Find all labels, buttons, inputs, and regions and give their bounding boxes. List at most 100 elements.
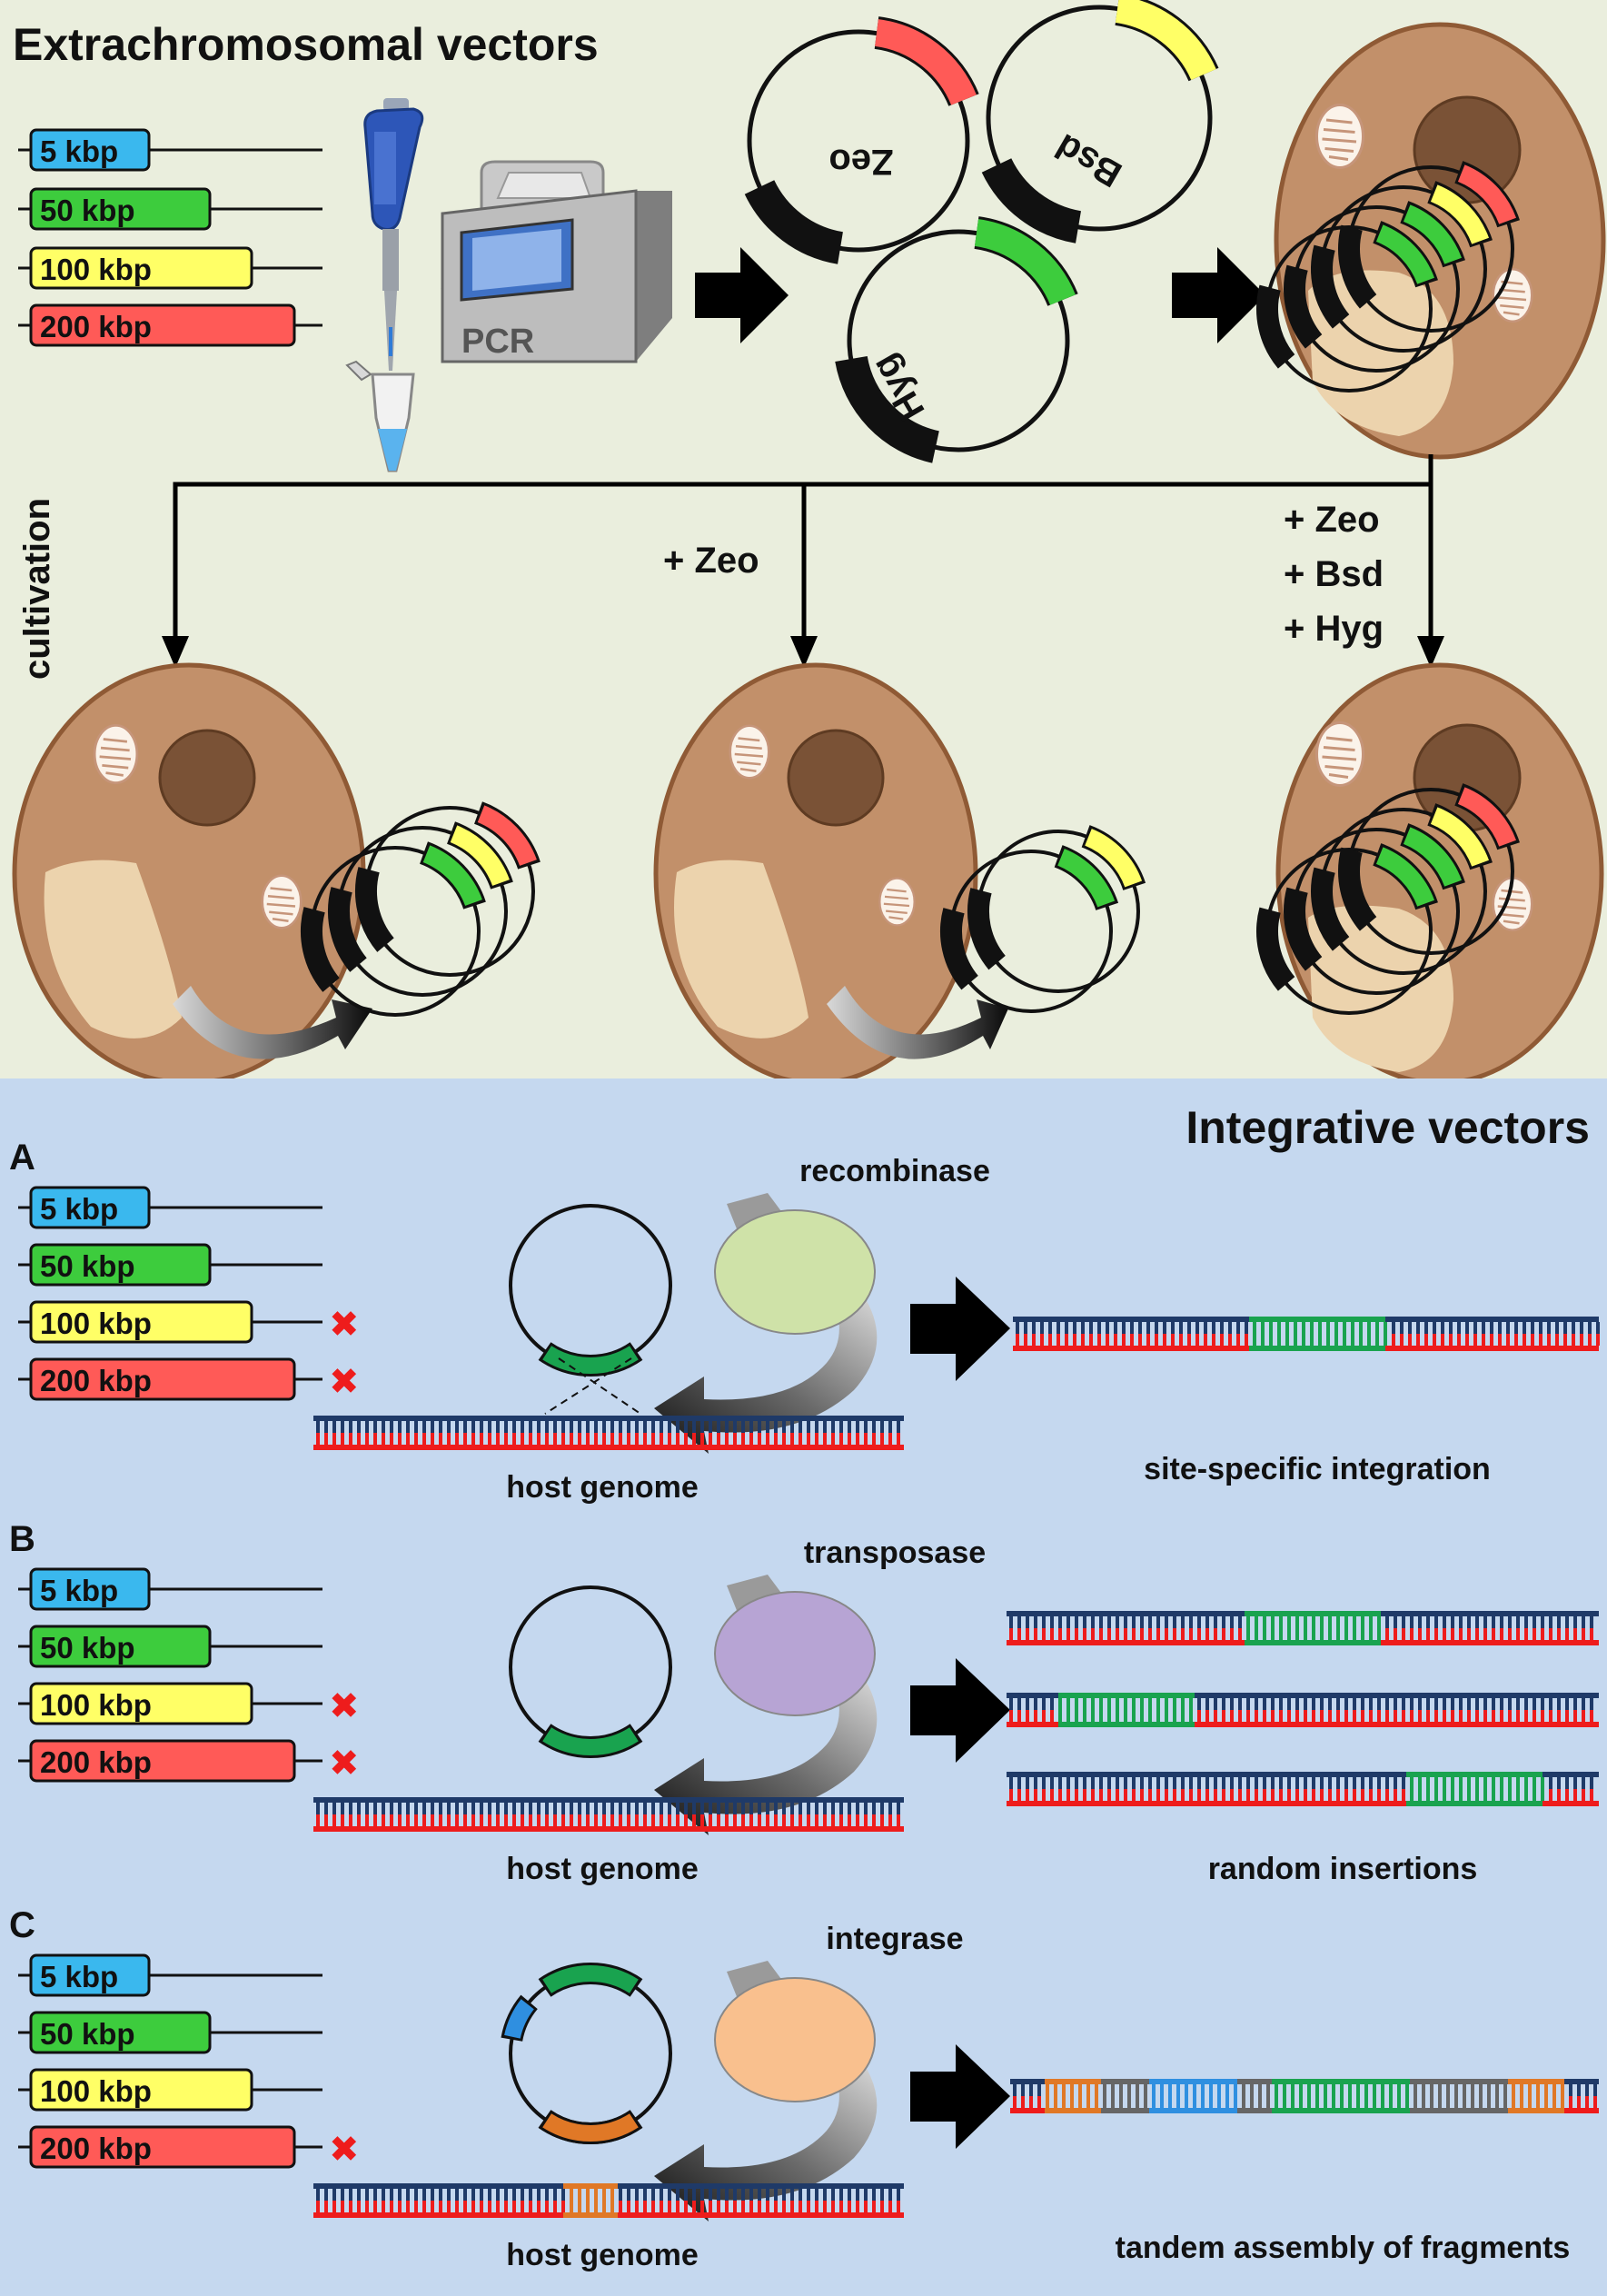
size-bar-label: 50 kbp [40,2017,135,2051]
excluded-mark-icon: ✖ [329,1305,360,1345]
size-bar-50kbp [29,1243,212,1287]
plasmid-stack [1256,161,1520,393]
plasmid-label: Zeo [828,142,893,182]
pcr-label: PCR [461,323,534,361]
size-bar-200kbp [29,2125,296,2169]
size-bar-5kbp [29,1186,151,1229]
size-bar-label: 5 kbp [40,1960,118,1993]
flow-arrow-icon [910,2044,1010,2149]
size-bars-top: 5 kbp 50 kbp 100 kbp 200 kbp [18,128,322,347]
size-bar-label: 200 kbp [40,310,152,343]
size-bar-label: 50 kbp [40,1631,135,1665]
branch-arrows [173,454,1433,636]
arrowhead-icon [790,636,818,668]
size-bar-label: 100 kbp [40,253,152,286]
vector-plasmid [509,1585,672,1759]
plasmid-stacks [301,161,1520,1017]
flow-arrow-icon [1172,247,1265,343]
cell-no-selection [12,662,372,1086]
exit-arrow-icon [173,986,372,1059]
size-bar-5kbp [29,1953,151,1997]
result-dna [1010,2079,1599,2113]
size-bar-label: 200 kbp [40,1364,152,1397]
size-bar-label: 100 kbp [40,1688,152,1722]
size-bar-100kbp [29,1300,253,1344]
genome-label: host genome [506,1852,699,1886]
result-dna [1007,1611,1599,1806]
size-bar-100kbp [29,1682,253,1725]
excluded-mark-icon: ✖ [329,1362,360,1402]
plasmid-zeo: Zeo [744,16,979,264]
size-bar-label: 200 kbp [40,1745,152,1779]
size-bar-label: 100 kbp [40,1307,152,1340]
size-bar-50kbp [29,187,212,231]
flow-arrow-icon [910,1658,1010,1763]
result-dna [1013,1317,1600,1351]
size-bar-200kbp [29,1739,296,1783]
result-label: site-specific integration [1144,1452,1491,1486]
size-bar-label: 5 kbp [40,1574,118,1607]
panel-letter: C [9,1905,35,1945]
enzyme-label: recombinase [799,1154,990,1188]
cultivation-label: cultivation [17,498,57,680]
size-bar-label: 5 kbp [40,1192,118,1226]
result-label: tandem assembly of fragments [1116,2231,1571,2265]
size-bar-label: 50 kbp [40,1249,135,1283]
pcr-machine-icon: PCR [441,160,672,363]
enzyme-icon [714,1591,876,1716]
curved-arrow-icon [654,1676,878,1835]
crossover-lines [544,1357,641,1415]
vector-plasmid [509,1204,672,1377]
excluded-mark-icon: ✖ [329,1686,360,1726]
arrowhead-icon [1417,636,1444,668]
size-bar-50kbp [29,2011,212,2054]
excluded-mark-icon: ✖ [329,2130,360,2170]
size-bar-label: 100 kbp [40,2074,152,2108]
plasmid-stack [301,801,541,1017]
size-bar-50kbp [29,1625,212,1668]
integrative-panel-b: B5 kbp 50 kbp 100 kbp ✖ 200 kbp ✖ transposase h… [9,1519,1599,1886]
size-bar-100kbp [29,2068,253,2112]
exit-arrow-icon [827,986,1008,1059]
tube-icon [345,360,415,472]
enzyme-label: transposase [804,1536,986,1570]
size-bar-5kbp [29,1567,151,1611]
panel-letter: B [9,1519,35,1559]
selection-label-right: + Hyg [1284,609,1384,649]
result-label: random insertions [1208,1852,1478,1886]
enzyme-icon [714,1209,876,1335]
genome-label: host genome [506,1470,699,1505]
genome-label: host genome [506,2238,699,2272]
flow-arrow-icon [910,1277,1010,1381]
plasmid-stack [940,825,1146,1013]
host-genome-dna [313,1416,904,1450]
curved-arrow-icon [654,1295,878,1454]
pipette-icon [363,98,424,371]
selection-label-right: + Zeo [1284,500,1380,540]
selection-label-right: + Bsd [1284,554,1384,594]
arrowhead-icon [162,636,189,668]
excluded-mark-icon: ✖ [329,1744,360,1784]
cell-zeo-selection [653,662,1008,1086]
integrative-title: Integrative vectors [1185,1102,1590,1153]
selection-label-mid: + Zeo [663,541,759,581]
flow-arrow-icon [695,247,789,343]
size-bar-200kbp [29,1357,296,1401]
integrative-panel-a: A5 kbp 50 kbp 100 kbp ✖ 200 kbp ✖ recombinase h… [9,1138,1600,1505]
panel-letter: A [9,1138,35,1178]
size-bar-100kbp [29,246,253,290]
size-bar-label: 5 kbp [40,134,118,168]
plasmid-stack [1256,783,1520,1015]
vector-plasmid [501,1962,672,2145]
size-bar-label: 50 kbp [40,194,135,227]
enzyme-icon [714,1977,876,2102]
extrachromosomal-title: Extrachromosomal vectors [13,19,599,70]
size-bar-label: 200 kbp [40,2132,152,2165]
enzyme-label: integrase [826,1922,963,1956]
size-bar-200kbp [29,303,296,347]
host-genome-dna [313,1797,904,1832]
plasmid-hyg: Hyg [835,216,1078,463]
curved-arrow-icon [654,2062,878,2221]
